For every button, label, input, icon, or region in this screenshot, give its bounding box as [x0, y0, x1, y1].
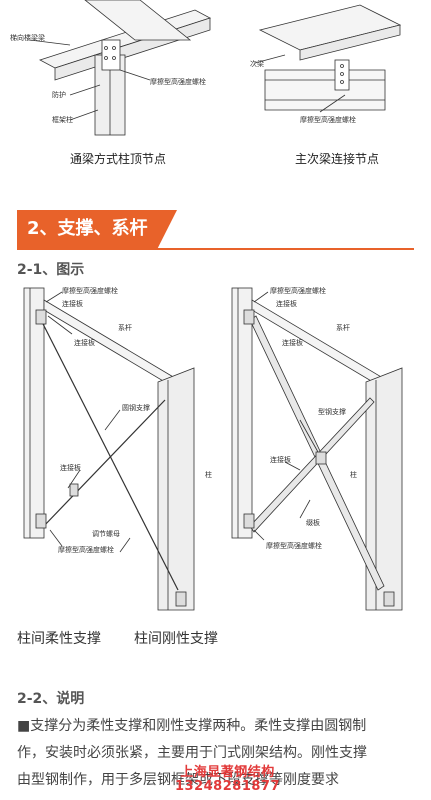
flexible-bracing-caption: 柱间柔性支撑 [17, 631, 101, 647]
right-label-plate-mid: 连接板 [270, 455, 291, 464]
left-label-tie: 系杆 [118, 323, 132, 332]
section-title: 2、支撑、系杆 [17, 210, 177, 248]
right-label-column: 柱 [350, 470, 357, 479]
right-label-bolt-bottom: 摩擦型高强度螺栓 [266, 541, 322, 550]
watermark: 上海显著钢结构 13248281877 [175, 766, 280, 794]
label-hs-bolt-left: 摩擦型高强度螺栓 [150, 77, 206, 86]
right-label-bolt-top: 摩擦型高强度螺栓 [270, 286, 326, 295]
description-paragraph: ■支撑分为柔性支撑和刚性支撑两种。柔性支撑由圆钢制 作，安装时必须张紧，主要用于… [17, 713, 415, 794]
rigid-bracing-drawing [231, 287, 403, 611]
top-node-drawings: 梯向楼梁梁 防护 框架柱 摩擦型高强度螺栓 次梁 摩擦型高强度螺栓 [10, 0, 402, 136]
flexible-bracing-drawing [23, 287, 195, 611]
main-secondary-beam-drawing [254, 4, 402, 113]
right-label-tie: 系杆 [336, 323, 350, 332]
paragraph-line: 作，安装时必须张紧，主要用于门式刚架结构。刚性支撑 [17, 745, 367, 761]
left-label-plate-mid: 连接板 [60, 463, 81, 472]
right-label-section-brace: 型钢支撑 [318, 407, 346, 416]
watermark-company: 上海显著钢结构 [180, 765, 275, 780]
paragraph-line: ■支撑分为柔性支撑和刚性支撑两种。柔性支撑由圆钢制 [17, 718, 367, 734]
right-label-plate-upper: 连接板 [282, 338, 303, 347]
label-frame-column: 框架柱 [52, 115, 73, 124]
left-label-round-brace: 圆钢支撑 [122, 403, 150, 412]
label-guard: 防护 [52, 90, 66, 99]
right-label-plate-top: 连接板 [276, 299, 297, 308]
left-node-caption: 通梁方式柱顶节点 [70, 152, 167, 166]
section-header: 2、支撑、系杆 [17, 210, 414, 250]
left-label-turnbuckle: 调节螺母 [92, 529, 120, 538]
label-secondary-beam: 次梁 [250, 59, 264, 68]
left-label-plate-upper: 连接板 [74, 338, 95, 347]
subsection-description-title: 2-2、说明 [17, 691, 85, 707]
left-label-bolt-bottom: 摩擦型高强度螺栓 [58, 545, 114, 554]
paragraph-line: 由型钢制作，用于多层钢框架或下段支撑等刚度要求 [17, 772, 339, 788]
label-hs-bolt-right: 摩擦型高强度螺栓 [300, 115, 356, 124]
left-label-plate-top: 连接板 [62, 299, 83, 308]
right-node-caption: 主次梁连接节点 [295, 152, 380, 166]
rigid-bracing-caption: 柱间刚性支撑 [134, 631, 218, 647]
left-label-column: 柱 [205, 470, 212, 479]
watermark-phone: 13248281877 [175, 779, 280, 794]
bracing-drawings: 摩擦型高强度螺栓 连接板 系杆 连接板 圆钢支撑 连接板 柱 调节螺母 摩擦型高… [23, 286, 403, 611]
subsection-illustration-title: 2-1、图示 [17, 262, 85, 278]
label-stair-beam: 梯向楼梁梁 [10, 33, 45, 42]
through-beam-node-drawing [29, 0, 212, 136]
left-label-bolt-top: 摩擦型高强度螺栓 [62, 286, 118, 295]
right-label-gusset: 缀板 [306, 518, 320, 527]
